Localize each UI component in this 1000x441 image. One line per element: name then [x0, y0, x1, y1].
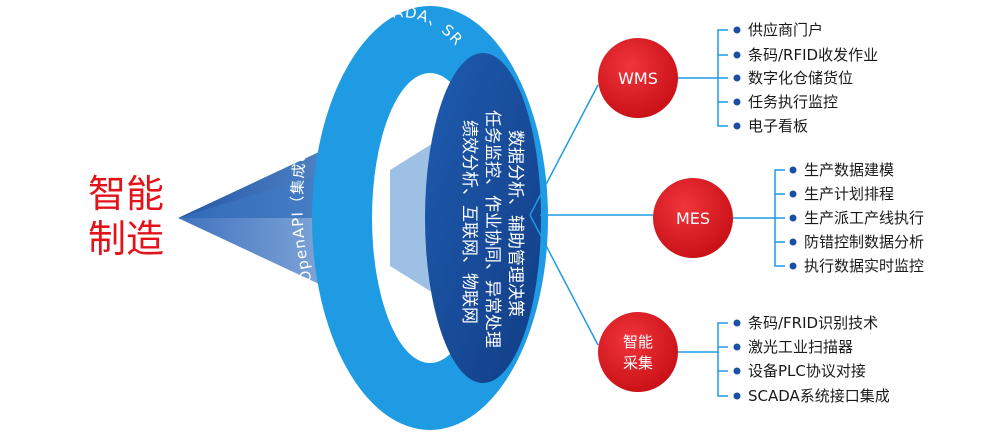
node-mes-label: MES: [676, 209, 710, 228]
node-capture-label-1: 智能: [623, 333, 653, 351]
bullet: [789, 190, 797, 198]
core-ellipse: [425, 53, 541, 383]
bullet: [733, 343, 741, 351]
node-mes-circle: [653, 178, 733, 258]
bullet: [733, 122, 741, 130]
mes-list: 生产数据建模 生产计划排程 生产派工产线执行 防错控制数据分析 执行数据实时监控: [789, 161, 924, 275]
connector-wms: [529, 84, 599, 216]
bullet: [733, 26, 741, 34]
wms-item-4: 任务执行监控: [748, 93, 838, 111]
core-line-2: 任务监控、作业协同、异常处理: [482, 110, 502, 348]
capture-item-2: 激光工业扫描器: [748, 338, 853, 356]
node-wms: WMS 供应商门户 条码/RFID收发作业 数字化仓储货位 任务执行监控 电子看…: [598, 21, 878, 135]
capture-item-3: 设备PLC协议对接: [748, 362, 866, 380]
core-connectors: [529, 84, 653, 346]
wms-list: 供应商门户 条码/RFID收发作业 数字化仓储货位 任务执行监控 电子看板: [733, 21, 878, 135]
wms-item-5: 电子看板: [748, 117, 808, 135]
core-line-3: 绩效分析、互联网、物联网: [459, 120, 479, 324]
bullet: [789, 238, 797, 246]
mes-item-5: 执行数据实时监控: [804, 257, 924, 275]
title-line-2: 制造: [88, 217, 164, 261]
bullet: [733, 392, 741, 400]
capture-item-1: 条码/FRID识别技术: [748, 314, 878, 332]
bullet: [789, 214, 797, 222]
capture-list: 条码/FRID识别技术 激光工业扫描器 设备PLC协议对接 SCADA系统接口集…: [733, 314, 890, 405]
node-wms-circle: [598, 38, 678, 118]
wms-item-3: 数字化仓储货位: [748, 69, 853, 87]
wms-item-1: 供应商门户: [748, 21, 823, 39]
mes-item-1: 生产数据建模: [804, 161, 894, 179]
bullet: [789, 166, 797, 174]
bullet: [733, 51, 741, 59]
node-capture-label-2: 采集: [623, 354, 653, 372]
mes-item-2: 生产计划排程: [804, 185, 894, 203]
node-mes: MES 生产数据建模 生产计划排程 生产派工产线执行 防错控制数据分析 执行数据…: [653, 161, 924, 275]
core-line-1: 数据分析、辅助管理决策: [505, 130, 525, 317]
node-capture-circle: [598, 312, 678, 392]
bullet: [733, 74, 741, 82]
node-wms-label: WMS: [618, 69, 658, 88]
mes-item-4: 防错控制数据分析: [804, 233, 924, 251]
bullet: [733, 319, 741, 327]
capture-item-4: SCADA系统接口集成: [748, 387, 890, 405]
bullet: [733, 367, 741, 375]
bullet: [789, 262, 797, 270]
mes-item-3: 生产派工产线执行: [804, 209, 924, 227]
wms-item-2: 条码/RFID收发作业: [748, 46, 878, 64]
node-capture: 智能 采集 条码/FRID识别技术 激光工业扫描器 设备PLC协议对接 SCAD…: [598, 312, 890, 405]
title-line-1: 智能: [88, 172, 164, 216]
core-text-group: 数据分析、辅助管理决策 任务监控、作业协同、异常处理 绩效分析、互联网、物联网: [459, 110, 525, 348]
bullet: [733, 98, 741, 106]
connector-capture: [529, 214, 599, 346]
